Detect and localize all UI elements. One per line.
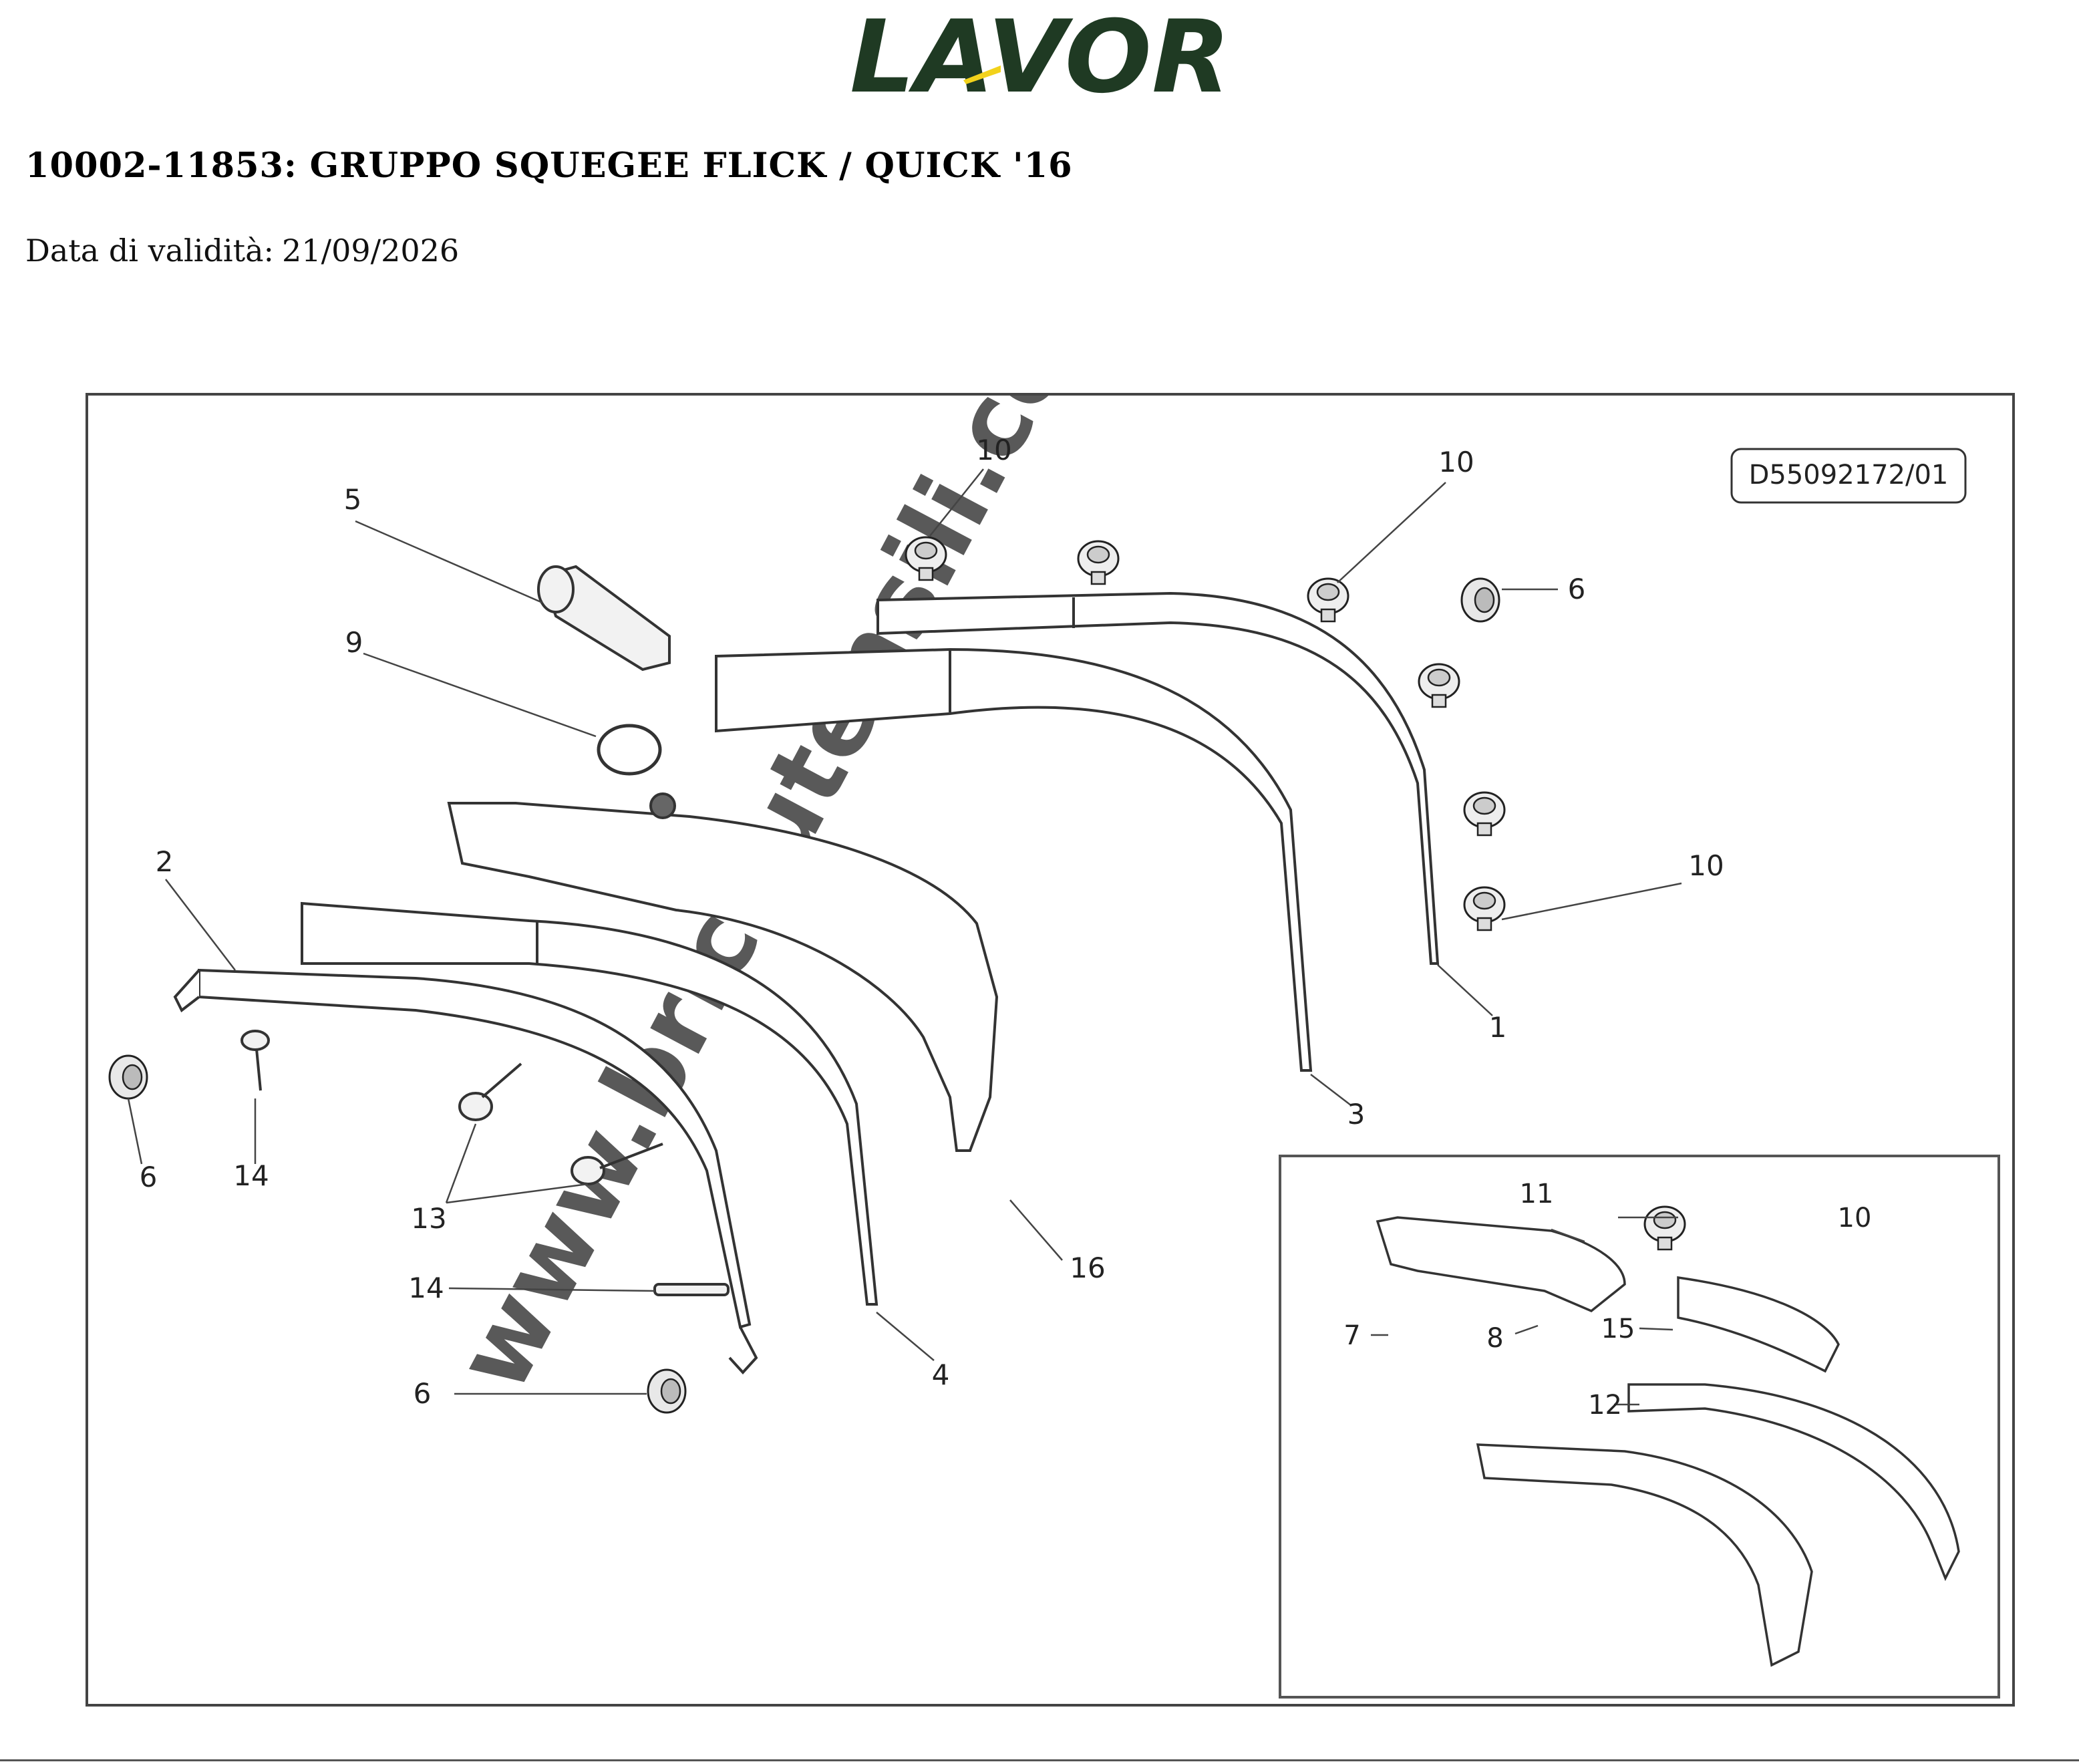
callout-2: 2 — [156, 845, 174, 878]
bottom-rule — [0, 1759, 2079, 1761]
blade-2-front-strip — [173, 968, 758, 1374]
inset-callout-10: 10 — [1838, 1203, 1872, 1233]
inset-callout-15: 15 — [1601, 1314, 1635, 1344]
roller-6a — [1460, 577, 1500, 623]
screws-13-14 — [241, 1030, 730, 1296]
knob-10f — [1463, 886, 1506, 931]
knob-10b — [1077, 540, 1120, 585]
blade-1-rear-strip — [876, 591, 1440, 965]
lavor-logo: LAVOR — [850, 8, 1231, 102]
main-callouts: 10 10 6 5 9 2 10 1 3 6 14 13 14 6 4 16 — [140, 434, 1724, 1410]
o-ring-9 — [597, 724, 662, 776]
validity-date: 21/09/2026 — [282, 233, 460, 269]
validity-date-line: Data di validità:21/09/2026 — [25, 233, 459, 269]
diagram-frame: www.bricoutensili.com D55092172/01 — [86, 393, 2015, 1707]
inset-leaders — [1371, 1216, 1678, 1406]
knob-10d — [1418, 663, 1460, 708]
blade-4-strip — [301, 901, 878, 1306]
callout-10-top: 10 — [976, 434, 1011, 466]
page-title: 10002-11853: GRUPPO SQUEGEE FLICK / QUIC… — [25, 146, 1073, 186]
callout-14-lower: 14 — [408, 1272, 444, 1304]
callout-3: 3 — [1347, 1098, 1366, 1131]
squeegee-body — [447, 792, 999, 1152]
inset-callout-7: 7 — [1343, 1320, 1360, 1351]
callout-5: 5 — [344, 483, 362, 516]
callout-9: 9 — [345, 626, 363, 659]
validity-label: Data di validità: — [25, 233, 275, 269]
hose-connector-5 — [537, 565, 671, 672]
exploded-parts-diagram: www.bricoutensili.com D55092172/01 — [108, 396, 2000, 1699]
callout-14-left: 14 — [233, 1159, 269, 1192]
knob-10c — [1307, 577, 1349, 623]
inset-callouts: 11 10 7 8 15 12 — [1343, 1179, 1871, 1421]
callout-10-right: 10 — [1438, 446, 1474, 478]
roller-6c — [647, 1368, 687, 1414]
callout-16: 16 — [1070, 1252, 1105, 1284]
lavor-logo-accent — [963, 65, 1001, 84]
callout-13: 13 — [411, 1202, 446, 1235]
inset-detail: 11 10 7 8 15 12 — [1279, 1155, 2000, 1699]
callout-6-left: 6 — [140, 1161, 158, 1193]
drawing-code: D55092172/01 — [1749, 460, 1949, 490]
inset-callout-11: 11 — [1520, 1179, 1554, 1209]
callout-6-right: 6 — [1568, 573, 1586, 605]
inset-callout-12: 12 — [1588, 1390, 1622, 1421]
knob-10e — [1463, 791, 1506, 837]
leader-lines — [127, 468, 1682, 1395]
callout-6-bottom: 6 — [414, 1377, 432, 1410]
callout-10-lower: 10 — [1688, 849, 1724, 882]
drawing-code-box — [1730, 448, 1967, 504]
inset-parts — [1376, 1216, 1960, 1667]
roller-6b — [108, 1054, 148, 1100]
lavor-logo-text: LAVOR — [850, 8, 1231, 102]
callout-1: 1 — [1489, 1011, 1507, 1044]
blade-3-strip — [715, 647, 1313, 1072]
callout-4: 4 — [932, 1358, 950, 1391]
inset-callout-8: 8 — [1486, 1323, 1503, 1354]
